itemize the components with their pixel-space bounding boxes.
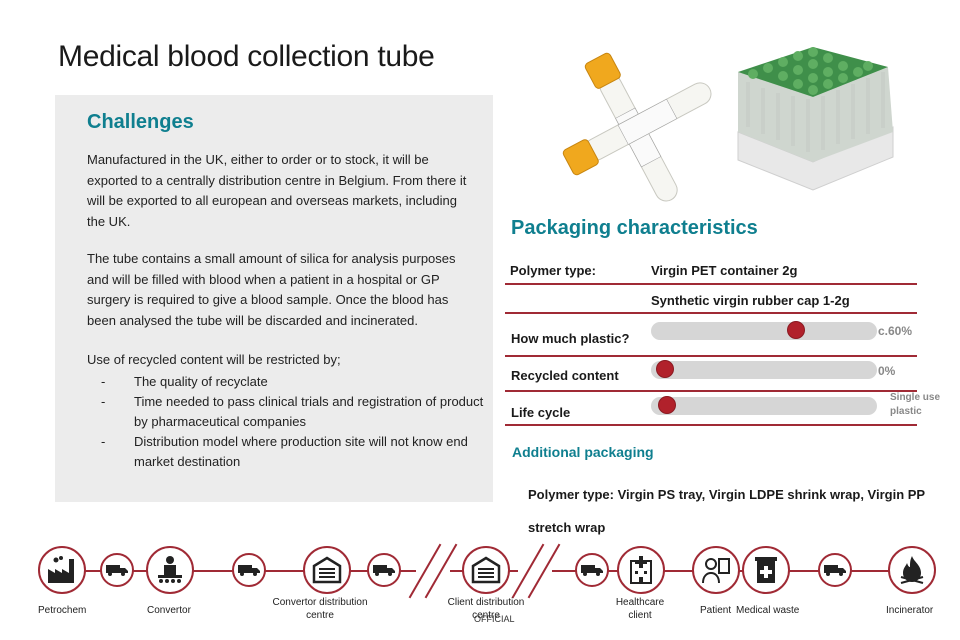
patient-icon [692, 546, 740, 594]
polymer-value-cap: Synthetic virgin rubber cap 1-2g [651, 293, 850, 308]
bullet-marker: - [101, 374, 106, 389]
life-cycle-value: Single use plastic [890, 392, 941, 417]
plastic-amount-label: How much plastic? [511, 331, 630, 346]
chain-label-convertor: Convertor [147, 605, 191, 616]
additional-packaging-text: Polymer type: Virgin PS tray, Virgin LDP… [528, 487, 925, 535]
divider [505, 390, 917, 392]
warehouse-icon [303, 546, 351, 594]
recycled-content-slider [651, 360, 877, 379]
worker-conveyor-icon [146, 546, 194, 594]
chain-label-convertor-dc: Convertor distribution centre [272, 597, 368, 621]
truck-icon [575, 553, 609, 587]
divider [505, 283, 917, 285]
chain-label-incinerator: Incinerator [886, 605, 934, 616]
chain-label-healthcare: Healthcare client [615, 597, 665, 621]
chain-label-petrochem: Petrochem [38, 605, 87, 616]
packaging-heading: Packaging characteristics [511, 217, 758, 239]
waste-bin-icon [742, 546, 790, 594]
plastic-amount-slider [651, 321, 877, 340]
fire-icon [888, 546, 936, 594]
truck-icon [818, 553, 852, 587]
truck-icon [367, 553, 401, 587]
restrictions-list: -The quality of recyclate -Time needed t… [87, 372, 487, 472]
blood-tubes-image [562, 52, 712, 202]
tube-tray-image [737, 47, 894, 191]
challenges-heading: Challenges [87, 111, 194, 133]
additional-packaging-heading: Additional packaging [512, 444, 654, 460]
life-cycle-slider [651, 396, 877, 415]
recycled-content-value: 0% [878, 364, 896, 378]
list-item: -Time needed to pass clinical trials and… [101, 394, 484, 429]
warehouse-icon [462, 546, 510, 594]
divider [505, 312, 917, 314]
classification-footer: OFFICIAL [474, 614, 515, 624]
hospital-icon [617, 546, 665, 594]
supply-chain: Petrochem Convertor Convertor distributi… [0, 532, 960, 640]
polymer-value-container: Virgin PET container 2g [651, 263, 798, 278]
chain-label-patient: Patient [700, 605, 732, 616]
page-title: Medical blood collection tube [58, 40, 435, 73]
factory-icon [38, 546, 86, 594]
chain-label-waste: Medical waste [736, 605, 800, 616]
slider-knob [657, 396, 676, 414]
list-item: -Distribution model where production sit… [101, 434, 468, 469]
plastic-amount-value: c.60% [878, 324, 913, 338]
slider-knob [655, 360, 674, 378]
challenges-paragraph-3: Use of recycled content will be restrict… [87, 352, 341, 367]
truck-icon [100, 553, 134, 587]
truck-icon [232, 553, 266, 587]
life-cycle-label: Life cycle [511, 405, 571, 420]
polymer-type-label: Polymer type: [510, 263, 596, 278]
bullet-marker: - [101, 434, 106, 449]
divider [505, 355, 917, 357]
challenges-paragraph-2: The tube contains a small amount of sili… [87, 251, 456, 328]
slider-knob [786, 321, 805, 339]
bullet-marker: - [101, 394, 106, 409]
divider [505, 424, 917, 426]
challenges-paragraph-1: Manufactured in the UK, either to order … [87, 152, 467, 229]
list-item: -The quality of recyclate [87, 372, 487, 392]
challenges-panel: Challenges Manufactured in the UK, eithe… [55, 95, 493, 502]
chain-label-client-dc: Client distribution centre [447, 597, 525, 621]
recycled-content-label: Recycled content [511, 368, 619, 383]
